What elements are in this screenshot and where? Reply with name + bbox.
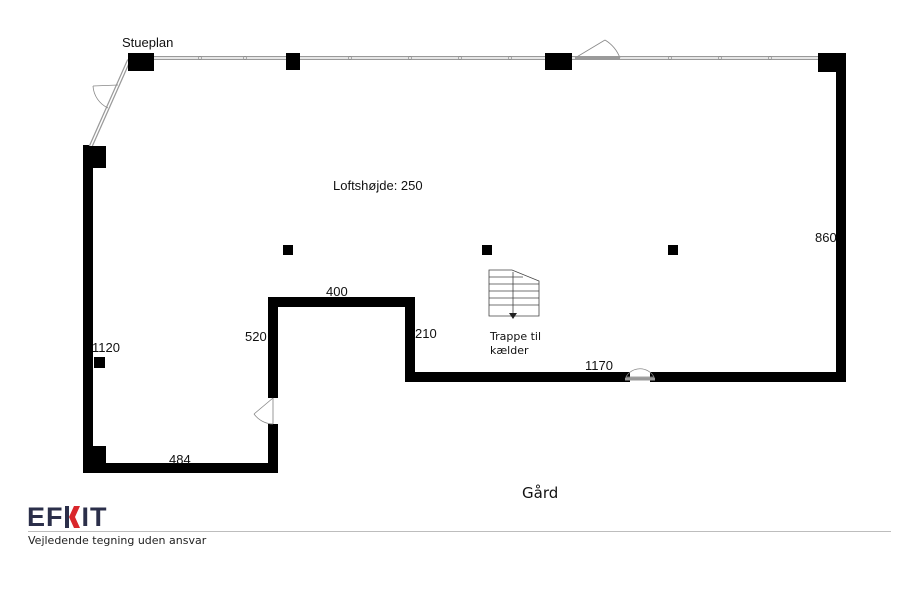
dimension-bottom-right: 1170 xyxy=(585,358,613,373)
yard-door xyxy=(625,368,655,381)
dimension-bottom-left: 484 xyxy=(169,452,191,467)
dimension-notch-right: 210 xyxy=(415,326,437,341)
dimension-left-wall: 1120 xyxy=(92,340,120,355)
logo-k-mark-icon xyxy=(64,506,80,528)
structural-columns xyxy=(84,53,846,472)
diagonal-door xyxy=(92,84,119,109)
dimension-notch-top: 400 xyxy=(326,284,348,299)
floor-label: Stueplan xyxy=(122,35,173,50)
disclaimer-text: Vejledende tegning uden ansvar xyxy=(28,534,207,547)
notch-door xyxy=(253,397,278,425)
ceiling-height-label: Loftshøjde: 250 xyxy=(333,178,423,193)
stair-label-line2: kælder xyxy=(490,344,529,357)
left-wall-thin-section xyxy=(84,196,93,336)
dimension-right-wall: 860 xyxy=(815,230,837,245)
floor-plan-drawing: Stueplan Loftshøjde: 250 860 1120 1170 4… xyxy=(83,35,846,502)
top-door xyxy=(574,39,621,60)
logo-text-right: IT xyxy=(81,502,108,532)
company-logo: EF IT xyxy=(27,503,108,531)
logo-text-left: EF xyxy=(27,502,64,532)
dimension-notch-left: 520 xyxy=(245,329,267,344)
stair-label-line1: Trappe til xyxy=(489,330,541,343)
yard-label: Gård xyxy=(522,484,558,502)
footer-divider xyxy=(28,531,891,532)
basement-stair-symbol xyxy=(488,269,540,319)
window-mullions xyxy=(198,56,772,60)
exterior-wall xyxy=(83,53,846,473)
